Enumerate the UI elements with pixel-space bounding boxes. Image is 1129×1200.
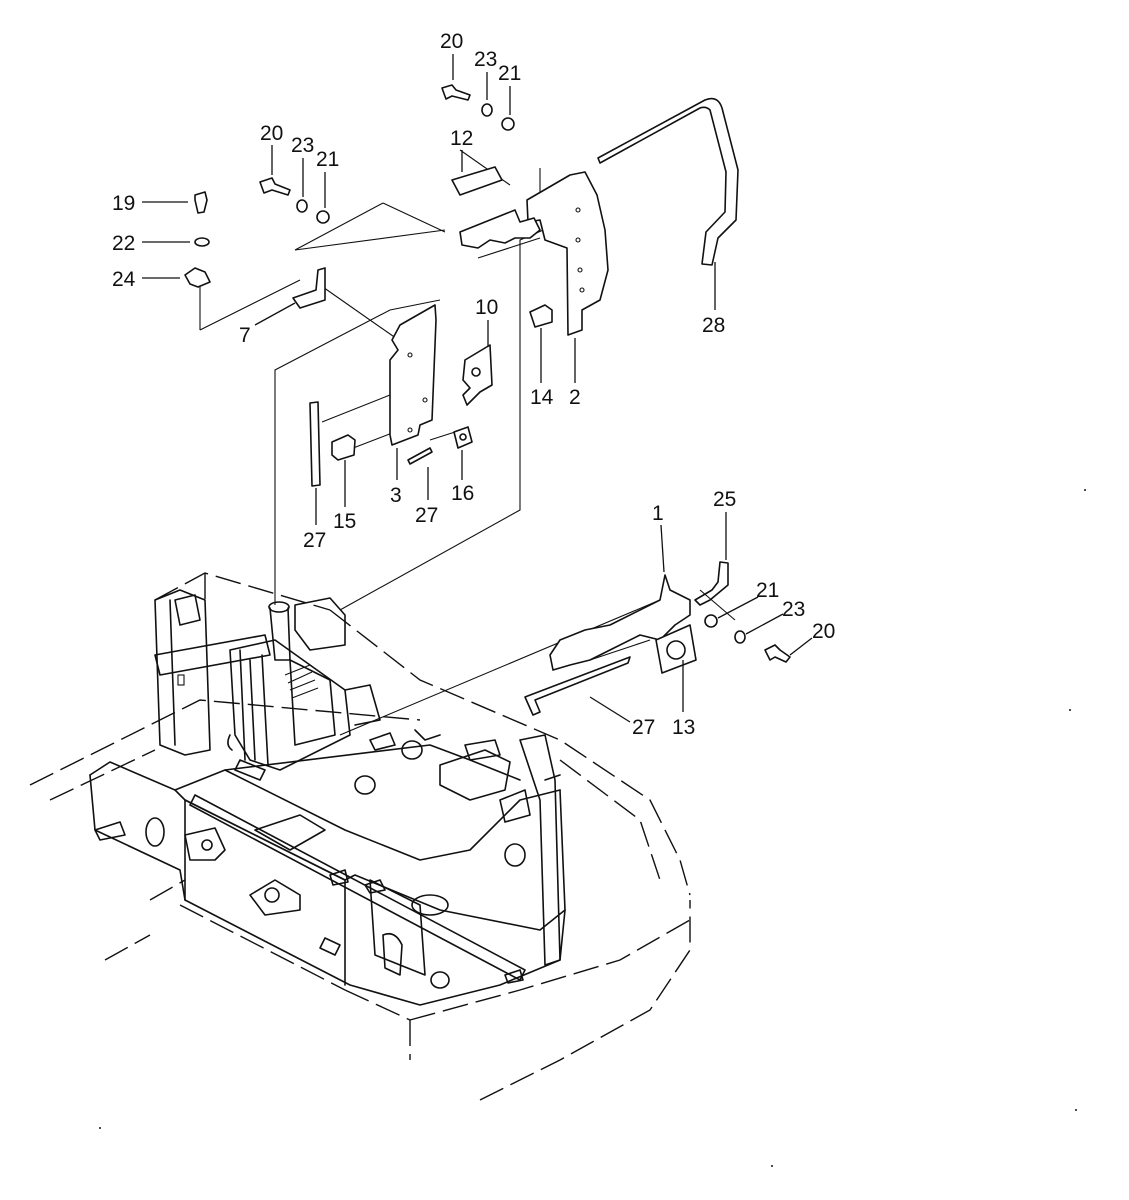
machine-frame	[29, 572, 691, 1101]
part-13-plate	[655, 624, 697, 674]
callout-28: 28	[702, 314, 725, 337]
callout-12: 12	[450, 127, 473, 150]
part-14-clip	[529, 304, 553, 328]
callout-3: 3	[390, 484, 402, 507]
callout-20-right: 20	[812, 620, 835, 643]
part-21-washer-left	[316, 210, 330, 224]
part-24-clamp	[184, 267, 211, 288]
callout-19: 19	[112, 192, 135, 215]
callout-15: 15	[333, 510, 356, 533]
part-22-washer	[194, 237, 210, 247]
callout-24: 24	[112, 268, 136, 291]
callout-23-left: 23	[291, 134, 314, 157]
part-27-l-rod	[524, 656, 631, 716]
scan-specks	[99, 489, 1086, 1167]
callout-25: 25	[713, 488, 736, 511]
callout-1: 1	[652, 502, 664, 525]
callout-22: 22	[112, 232, 135, 255]
part-15-clip	[331, 434, 356, 461]
part-23-washer-right	[734, 630, 746, 644]
part-23-washer-top	[481, 103, 493, 117]
parts	[184, 84, 791, 716]
callout-21-left: 21	[316, 148, 339, 171]
part-25-clip	[694, 561, 729, 606]
callout-27-mid: 27	[415, 504, 438, 527]
callout-leaders	[142, 54, 813, 723]
part-20-bolt-top	[441, 84, 471, 101]
callout-27-left: 27	[303, 529, 326, 552]
part-20-bolt-left	[259, 177, 291, 196]
callout-14: 14	[530, 386, 554, 409]
part-20-bolt-right	[764, 644, 791, 663]
part-23-washer-left	[296, 199, 308, 213]
part-1-long-bracket	[549, 574, 691, 671]
part-27-bar-small	[407, 447, 433, 465]
part-12-plate	[451, 166, 503, 196]
part-28-bent-rod	[597, 97, 739, 266]
callout-20-top: 20	[440, 30, 463, 53]
part-21-washer-right	[704, 614, 718, 628]
part-2-bracket-plate	[526, 171, 609, 336]
callout-21-top: 21	[498, 62, 521, 85]
callout-2: 2	[569, 386, 581, 409]
part-mounting-plate	[459, 209, 541, 249]
callout-20-left: 20	[260, 122, 283, 145]
callout-23-top: 23	[474, 48, 497, 71]
frame-structure	[89, 589, 566, 1006]
callout-7: 7	[239, 324, 251, 347]
part-27-rod-vertical	[309, 401, 321, 487]
callout-16: 16	[451, 482, 474, 505]
part-19-bolt	[194, 191, 208, 214]
part-3-plate	[389, 304, 437, 446]
callout-10: 10	[475, 296, 498, 319]
part-7-bracket	[292, 267, 326, 309]
assembly-lines	[199, 149, 736, 736]
callout-27-bottom: 27	[632, 716, 655, 739]
part-21-washer-top	[501, 117, 515, 131]
callout-13: 13	[672, 716, 695, 739]
part-16-washer	[453, 426, 473, 449]
callout-labels: 20 23 21 12 20 23 21 19 22 24 7 10 14 2 …	[112, 30, 835, 739]
callout-21-right: 21	[756, 579, 779, 602]
callout-23-right: 23	[782, 598, 805, 621]
